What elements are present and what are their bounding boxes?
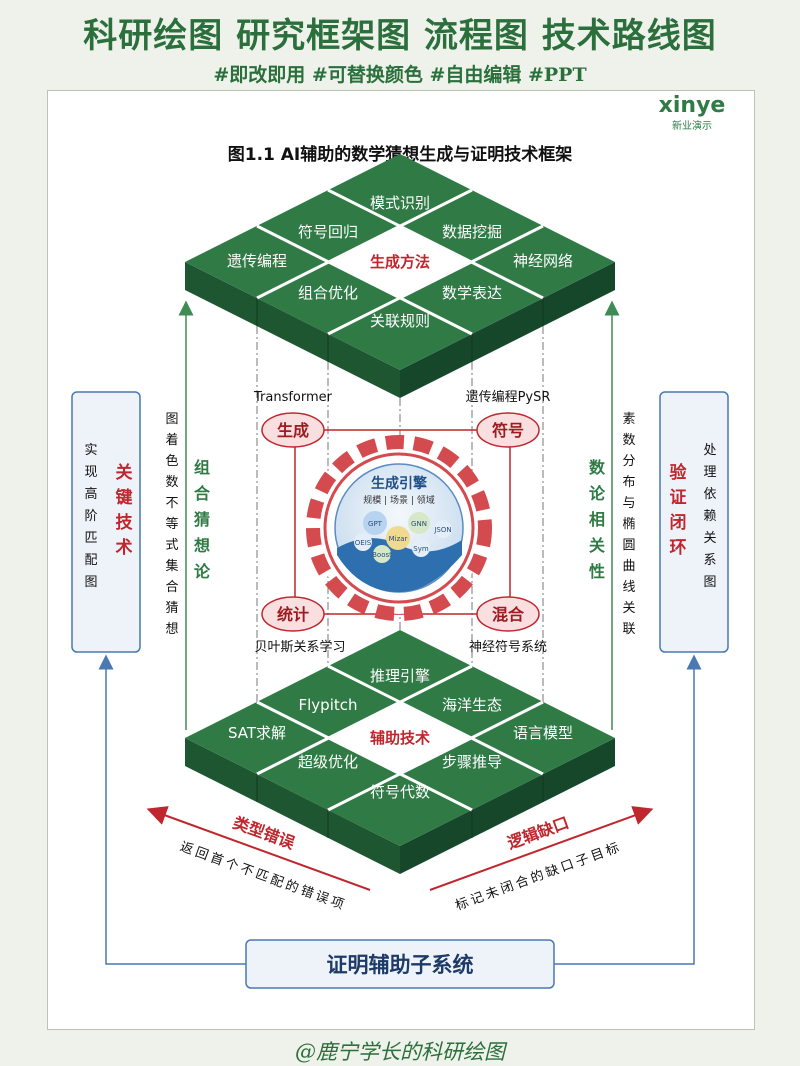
bottom-center-label: 辅助技术	[370, 729, 430, 747]
left-box-title-text: 关键技术	[116, 462, 134, 558]
bottom-cell-steps: 步骤推导	[442, 753, 502, 771]
top-cell-neural: 神经网络	[513, 252, 573, 270]
engine-subtitle: 规模 | 场景 | 领域	[363, 494, 435, 506]
right-box-title: 验证闭环	[670, 462, 688, 558]
left-red-arrow	[146, 806, 371, 891]
node-symbol: 符号	[476, 412, 540, 448]
left-box	[71, 391, 141, 653]
header-title: 科研绘图 研究框架图 流程图 技术路线图	[83, 16, 717, 56]
node-frame	[294, 429, 511, 615]
proof-subsystem-box	[245, 939, 555, 989]
left-blue-arrow	[98, 654, 246, 965]
right-side-label-text: 数论相关性	[589, 458, 606, 581]
right-box	[659, 391, 729, 653]
left-red-desc: 返回首个不匹配的错误项	[178, 839, 349, 914]
right-side-desc: 素数分布与椭圆曲线关联	[622, 412, 635, 637]
left-box-desc-text: 实现高阶匹配图	[84, 443, 97, 590]
top-cell-association: 关联规则	[370, 312, 430, 330]
node-statistics-label: 统计	[277, 605, 309, 624]
left-box-desc: 实现高阶匹配图	[84, 443, 97, 590]
node-hybrid: 混合	[476, 596, 540, 632]
left-side-desc-text: 图着色数不等式集合猜想	[165, 412, 178, 637]
proof-subsystem-label: 证明辅助子系统	[327, 953, 474, 977]
bubble-json: JSON	[433, 526, 451, 534]
caption-bayes: 贝叶斯关系学习	[254, 639, 345, 655]
bottom-cell-algebra: 符号代数	[370, 783, 430, 801]
node-generate: 生成	[261, 412, 325, 448]
footer-credit: @鹿宁学长的科研绘图	[295, 1040, 505, 1064]
top-center-cell	[328, 226, 472, 298]
node-hybrid-label: 混合	[492, 605, 525, 624]
caption-pysr: 遗传编程PySR	[466, 390, 551, 405]
node-generate-label: 生成	[277, 421, 309, 440]
bubble-mizar: Mizar	[389, 535, 408, 543]
right-side-desc-text: 素数分布与椭圆曲线关联	[622, 412, 635, 637]
bottom-cell-ocean: 海洋生态	[442, 696, 502, 714]
bottom-cell-inference: 推理引擎	[370, 667, 430, 685]
header-tags: #即改即用 #可替换颜色 #自由编辑 #PPT	[213, 64, 587, 86]
right-red-arrow	[429, 806, 654, 891]
bubble-oeis: OEIS	[355, 539, 372, 547]
left-box-title: 关键技术	[116, 462, 134, 558]
top-platform	[185, 154, 615, 398]
left-side-label: 组合猜想论	[193, 458, 211, 581]
top-cell-pattern: 模式识别	[370, 194, 430, 212]
bottom-cell-language: 语言模型	[513, 724, 573, 742]
bubble-sym: Sym	[413, 545, 429, 553]
bottom-cell-superopt: 超级优化	[298, 753, 358, 771]
node-statistics: 统计	[261, 596, 325, 632]
right-box-title-text: 验证闭环	[670, 462, 688, 558]
left-red-title: 类型错误	[231, 813, 299, 853]
top-cell-math-expr: 数学表达	[442, 284, 502, 302]
caption-transformer: Transformer	[253, 390, 333, 405]
bubble-gpt: GPT	[368, 520, 383, 528]
left-side-desc: 图着色数不等式集合猜想	[165, 412, 178, 637]
right-box-desc: 处理依赖关系图	[703, 443, 716, 590]
right-side-label: 数论相关性	[589, 458, 606, 581]
top-center-label: 生成方法	[370, 253, 430, 271]
node-symbol-label: 符号	[492, 421, 524, 440]
left-side-label-text: 组合猜想论	[193, 458, 211, 581]
logo-sub: 新业演示	[672, 119, 712, 132]
bubble-boost: Boost	[372, 551, 392, 559]
bottom-center-cell	[328, 702, 472, 774]
right-blue-arrow	[554, 654, 702, 965]
right-box-desc-text: 处理依赖关系图	[703, 443, 716, 590]
bottom-cell-sat: SAT求解	[228, 724, 286, 742]
top-cell-combinatorial: 组合优化	[298, 284, 358, 302]
caption-neurosymbolic: 神经符号系统	[469, 639, 547, 655]
logo-brand: xinye	[659, 93, 726, 118]
bubble-gnn: GNN	[411, 520, 427, 528]
top-cell-genetic: 遗传编程	[227, 252, 287, 270]
top-cell-data-mining: 数据挖掘	[442, 223, 502, 241]
right-red-title: 逻辑缺口	[505, 813, 572, 853]
engine-title: 生成引擎	[371, 475, 427, 492]
top-cell-symbolic-regression: 符号回归	[298, 223, 358, 241]
bottom-platform	[185, 630, 615, 874]
bottom-cell-flypitch: Flypitch	[299, 696, 358, 714]
